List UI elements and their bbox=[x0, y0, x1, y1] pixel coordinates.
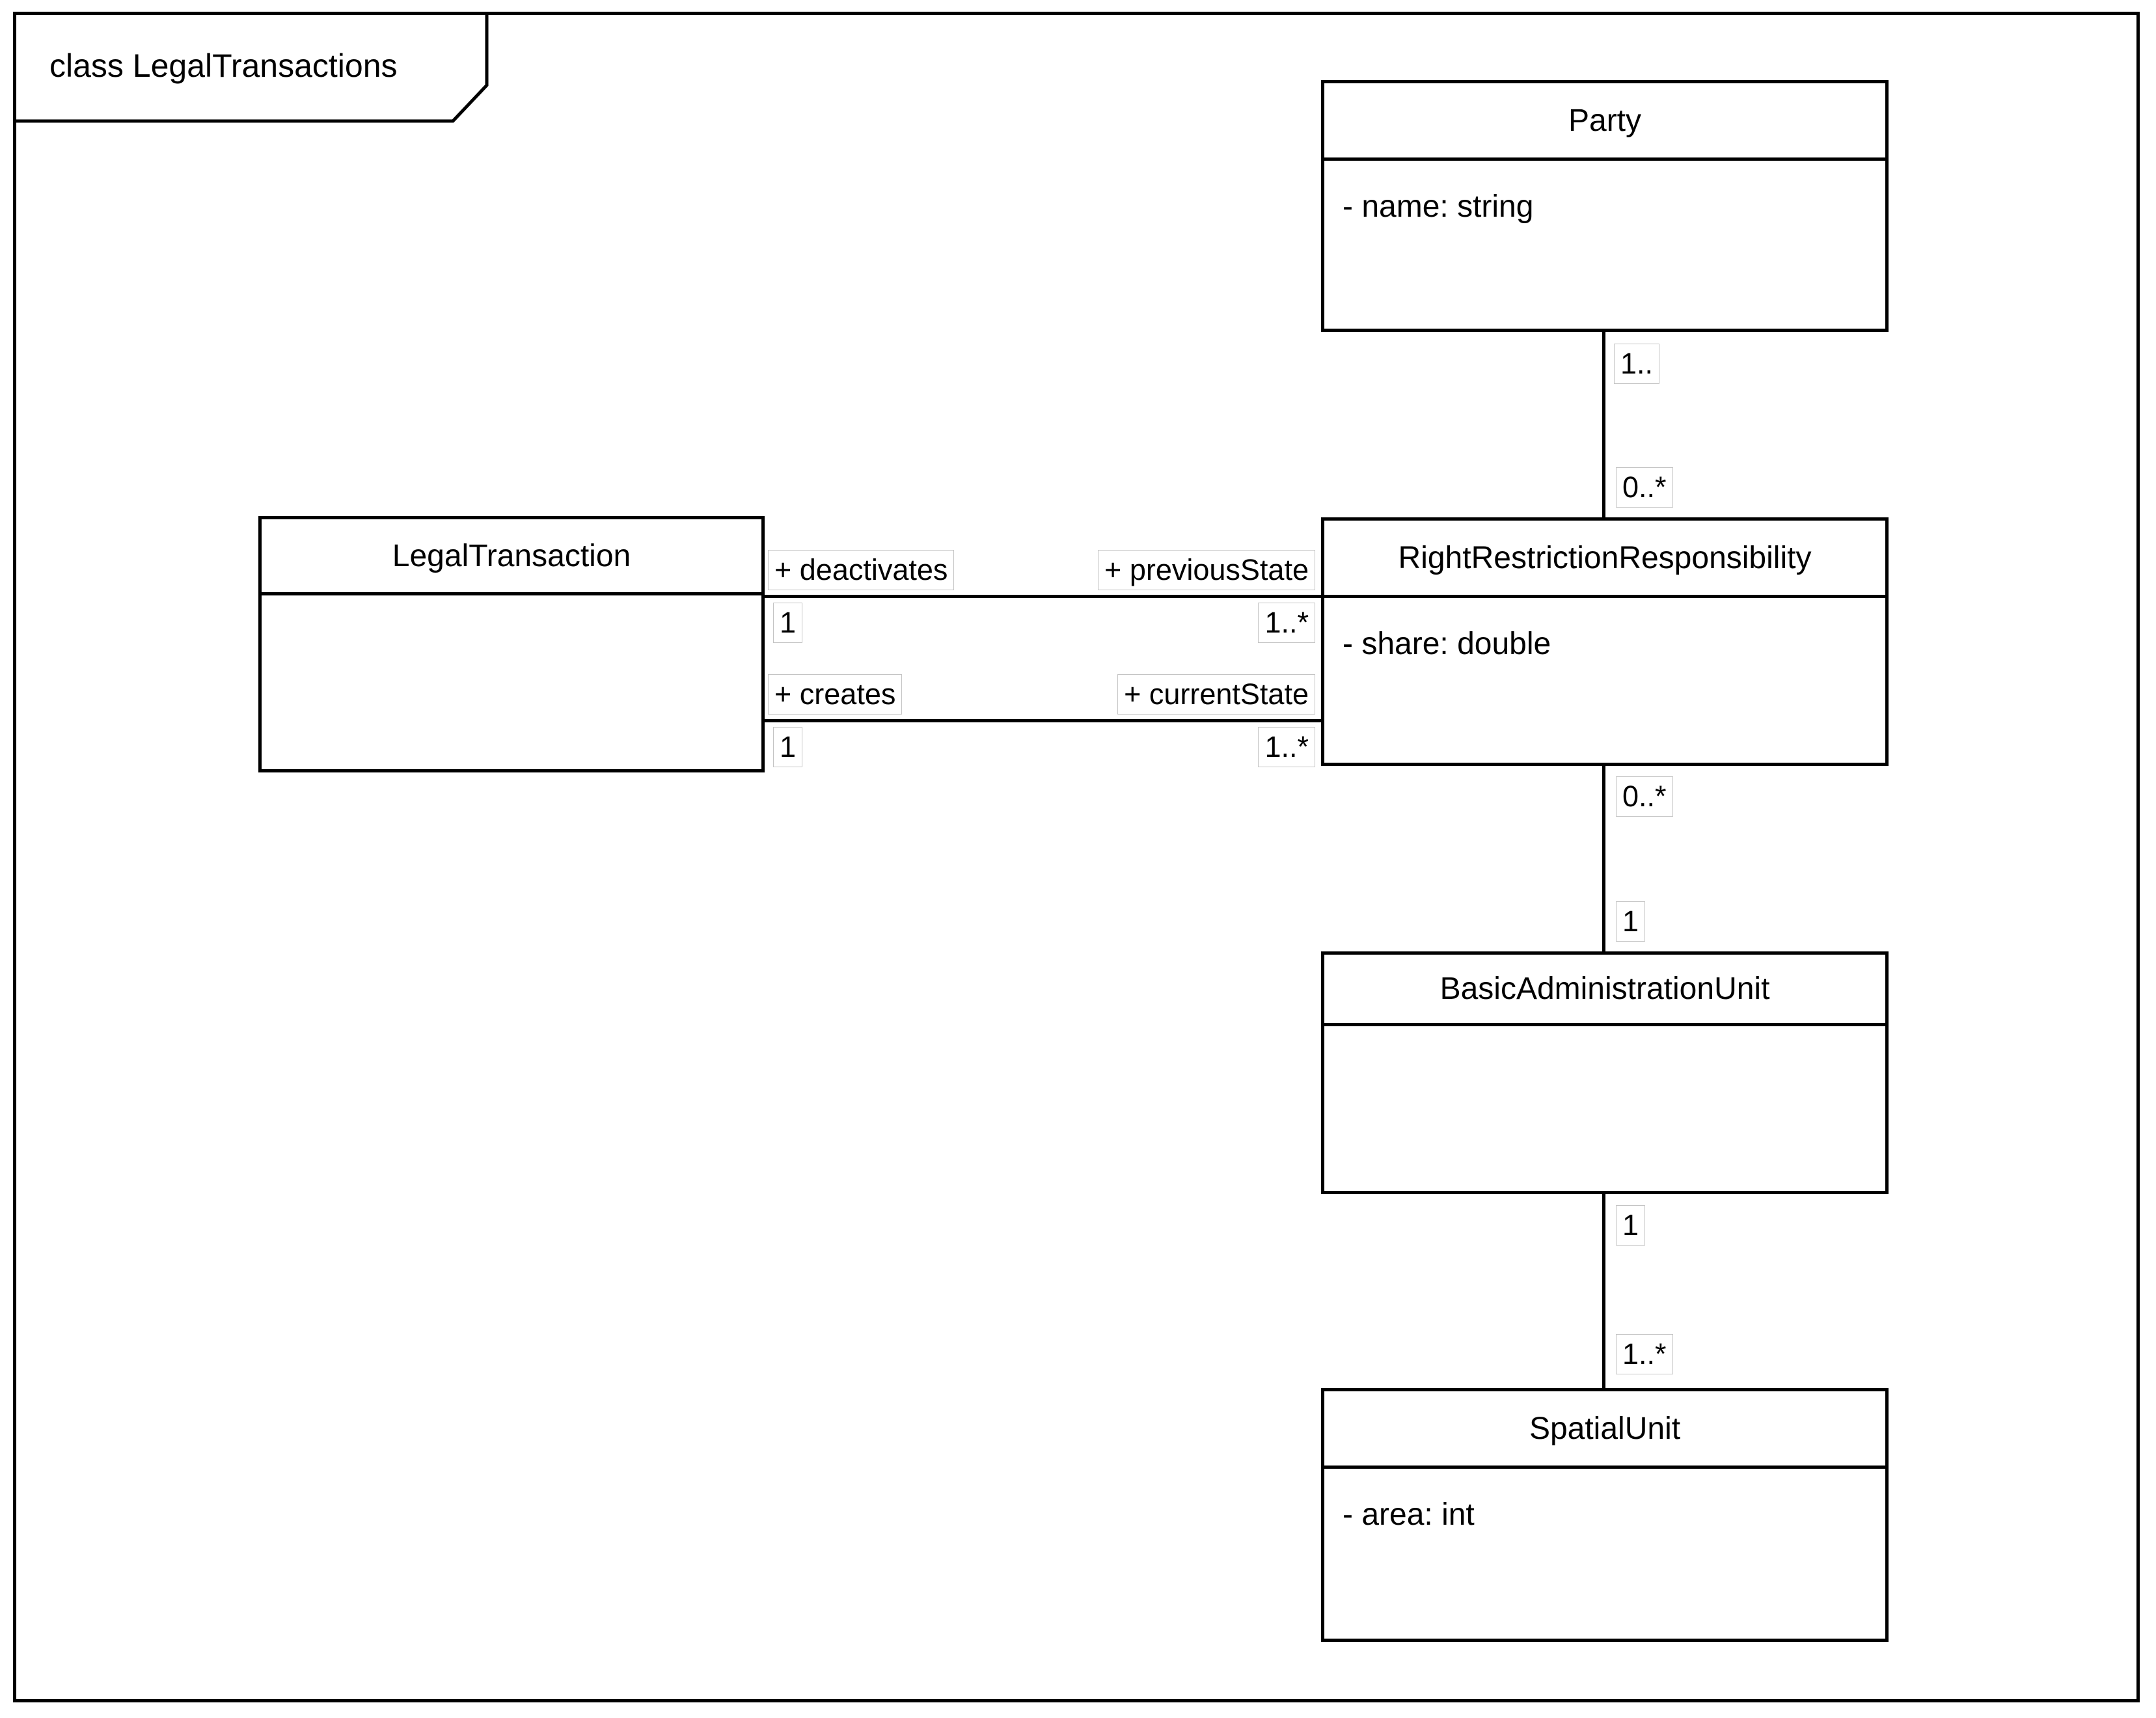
class-box-right-restriction-responsibility[interactable]: RightRestrictionResponsibility - share: … bbox=[1321, 517, 1889, 766]
role-label-deactivates: + deactivates bbox=[768, 550, 955, 590]
multiplicity-label-previous-state: 1..* bbox=[1258, 603, 1315, 643]
class-attributes-party: - name: string bbox=[1324, 161, 1885, 226]
class-attribute: - name: string bbox=[1343, 189, 1534, 224]
class-name-legal-transaction: LegalTransaction bbox=[262, 519, 761, 595]
association-deactivates-line[interactable] bbox=[763, 595, 1323, 598]
class-attribute: - share: double bbox=[1343, 627, 1551, 661]
multiplicity-label-party-end: 1.. bbox=[1614, 344, 1660, 384]
association-creates-line[interactable] bbox=[763, 719, 1323, 722]
multiplicity-label-rrr-end-bottom: 0..* bbox=[1616, 776, 1673, 817]
multiplicity-label-creates-source: 1 bbox=[773, 727, 803, 767]
association-bau-spatialunit-line[interactable] bbox=[1602, 1193, 1605, 1389]
class-attributes-basic-administration-unit bbox=[1324, 1026, 1885, 1054]
class-box-party[interactable]: Party - name: string bbox=[1321, 80, 1889, 332]
class-attribute: - area: int bbox=[1343, 1497, 1475, 1532]
diagram-title-tab bbox=[13, 12, 489, 124]
class-box-spatial-unit[interactable]: SpatialUnit - area: int bbox=[1321, 1388, 1889, 1642]
role-label-previous-state: + previousState bbox=[1098, 550, 1315, 590]
multiplicity-label-rrr-end-top: 0..* bbox=[1616, 467, 1673, 508]
class-name-spatial-unit: SpatialUnit bbox=[1324, 1391, 1885, 1469]
class-attributes-spatial-unit: - area: int bbox=[1324, 1469, 1885, 1534]
multiplicity-label-deactivates-source: 1 bbox=[773, 603, 803, 643]
class-box-basic-administration-unit[interactable]: BasicAdministrationUnit bbox=[1321, 951, 1889, 1194]
class-box-legal-transaction[interactable]: LegalTransaction bbox=[258, 516, 765, 772]
association-party-rrr-line[interactable] bbox=[1602, 331, 1605, 519]
role-label-current-state: + currentState bbox=[1117, 674, 1315, 715]
multiplicity-label-bau-end-bottom: 1 bbox=[1616, 1205, 1646, 1246]
multiplicity-label-bau-end-top: 1 bbox=[1616, 901, 1646, 942]
class-name-right-restriction-responsibility: RightRestrictionResponsibility bbox=[1324, 521, 1885, 598]
class-attributes-right-restriction-responsibility: - share: double bbox=[1324, 598, 1885, 663]
diagram-title-tab-shape bbox=[13, 12, 489, 124]
multiplicity-label-current-state: 1..* bbox=[1258, 727, 1315, 767]
class-attributes-legal-transaction bbox=[262, 595, 761, 623]
class-name-party: Party bbox=[1324, 83, 1885, 161]
diagram-title: class LegalTransactions bbox=[49, 48, 398, 84]
role-label-creates: + creates bbox=[768, 674, 903, 715]
multiplicity-label-spatialunit-end: 1..* bbox=[1616, 1334, 1673, 1374]
class-name-basic-administration-unit: BasicAdministrationUnit bbox=[1324, 955, 1885, 1026]
association-rrr-bau-line[interactable] bbox=[1602, 765, 1605, 953]
